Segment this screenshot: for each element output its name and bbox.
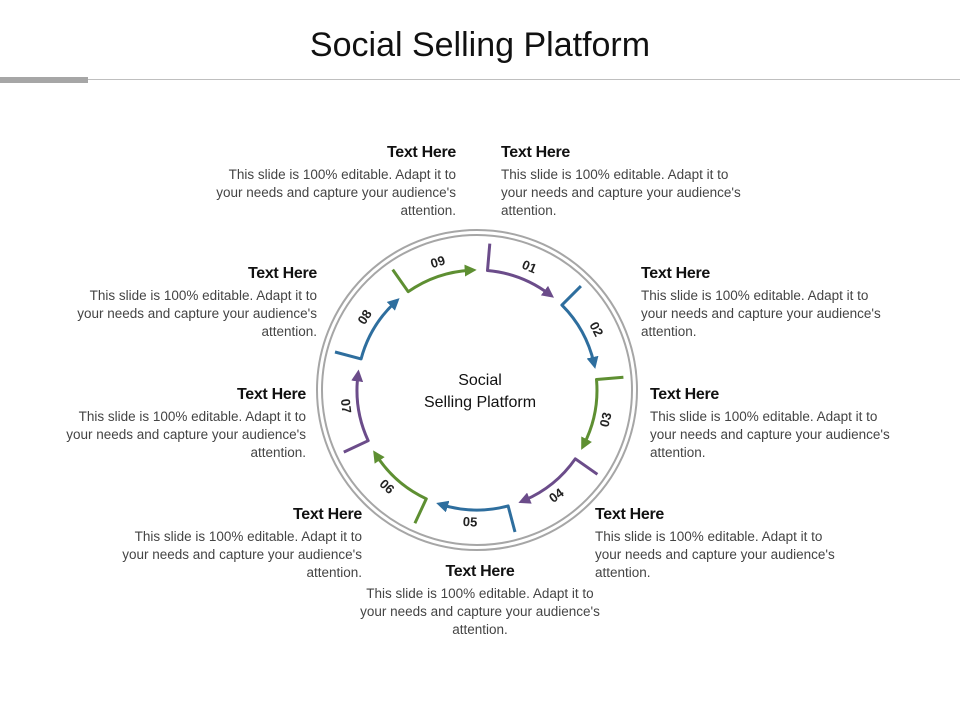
text-block-heading: Text Here [641, 265, 711, 282]
step-number-02: 02 [586, 319, 606, 339]
text-block-body: This slide is 100% editable. Adapt it to… [216, 167, 456, 218]
text-block-body: This slide is 100% editable. Adapt it to… [501, 167, 741, 218]
step-arrow-05 [436, 500, 517, 533]
page-title: Social Selling Platform [309, 26, 651, 64]
text-block-09: Text Here This slide is 100% editable. A… [216, 144, 456, 220]
text-block-heading: Text Here [445, 563, 515, 580]
text-block-05: Text Here This slide is 100% editable. A… [360, 563, 600, 639]
title-divider-accent [0, 77, 88, 83]
step-arrow-09 [391, 264, 477, 294]
text-block-heading: Text Here [595, 506, 665, 523]
step-number-03: 03 [597, 411, 615, 428]
text-block-body: This slide is 100% editable. Adapt it to… [66, 409, 306, 460]
text-block-heading: Text Here [247, 265, 317, 282]
text-block-body: This slide is 100% editable. Adapt it to… [650, 409, 890, 460]
center-label: Social Selling Platform [380, 370, 580, 414]
text-block-body: This slide is 100% editable. Adapt it to… [641, 288, 881, 339]
step-number-09: 09 [429, 252, 447, 271]
text-block-02: Text Here This slide is 100% editable. A… [641, 265, 881, 341]
text-block-03: Text Here This slide is 100% editable. A… [650, 386, 890, 462]
step-number-08: 08 [354, 307, 374, 327]
text-block-body: This slide is 100% editable. Adapt it to… [77, 288, 317, 339]
outer-ring [316, 229, 638, 551]
text-block-01: Text Here This slide is 100% editable. A… [501, 144, 741, 220]
text-block-heading: Text Here [236, 386, 306, 403]
step-arrow-04 [518, 457, 599, 504]
text-block-08: Text Here This slide is 100% editable. A… [77, 265, 317, 341]
center-label-line2: Selling Platform [423, 394, 537, 411]
step-arrow-02 [560, 285, 599, 369]
text-block-06: Text Here This slide is 100% editable. A… [122, 506, 362, 582]
step-number-05: 05 [462, 514, 477, 530]
text-block-heading: Text Here [292, 506, 362, 523]
text-block-body: This slide is 100% editable. Adapt it to… [360, 586, 600, 637]
text-block-07: Text Here This slide is 100% editable. A… [66, 386, 306, 462]
step-arrow-07 [343, 369, 370, 454]
text-block-04: Text Here This slide is 100% editable. A… [595, 506, 835, 582]
step-arrow-06 [373, 450, 428, 524]
step-arrow-03 [581, 375, 624, 450]
text-block-heading: Text Here [501, 144, 571, 161]
title-divider [0, 79, 960, 80]
text-block-body: This slide is 100% editable. Adapt it to… [122, 529, 362, 580]
text-block-heading: Text Here [650, 386, 720, 403]
center-label-line1: Social [458, 372, 502, 389]
step-arrow-08 [334, 298, 400, 361]
step-arrow-01 [486, 243, 554, 298]
step-number-06: 06 [377, 476, 398, 497]
text-block-body: This slide is 100% editable. Adapt it to… [595, 529, 835, 580]
step-number-01: 01 [520, 257, 539, 276]
inner-ring [321, 234, 633, 546]
step-number-07: 07 [338, 398, 355, 414]
text-block-heading: Text Here [386, 144, 456, 161]
